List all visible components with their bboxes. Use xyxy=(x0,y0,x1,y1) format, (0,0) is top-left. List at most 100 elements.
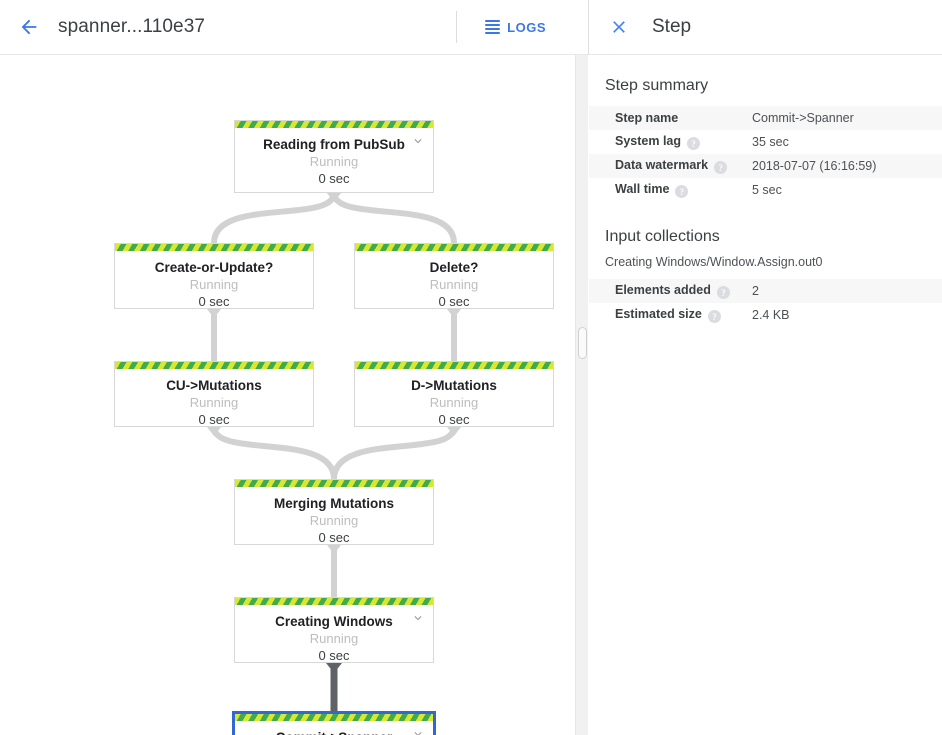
node-duration: 0 sec xyxy=(198,294,230,309)
row-label: Wall time? xyxy=(589,178,752,202)
node-status: Running xyxy=(189,395,239,410)
node-duration: 0 sec xyxy=(318,648,350,663)
page-title: spanner...110e37 xyxy=(58,16,206,37)
graph-edge xyxy=(211,192,337,244)
node-body: Commit->SpannerPart running5 sec xyxy=(235,721,433,735)
graph-edge-arrow xyxy=(447,427,461,436)
node-duration: 0 sec xyxy=(318,530,350,545)
row-value: 2 xyxy=(752,284,759,298)
close-panel-button[interactable] xyxy=(599,7,639,47)
node-status-bar xyxy=(235,714,433,721)
row-value: 2.4 KB xyxy=(752,308,790,322)
panel-title: Step xyxy=(652,16,692,37)
top-app-bar: spanner...110e37 LOGS xyxy=(0,0,588,55)
node-status-bar xyxy=(355,362,553,369)
logs-button-label: LOGS xyxy=(507,19,546,35)
row-value: 5 sec xyxy=(752,183,782,197)
node-duration: 0 sec xyxy=(198,412,230,427)
table-row: Elements added?2 xyxy=(589,279,942,303)
graph-edge xyxy=(331,192,457,244)
table-row: Estimated size?2.4 KB xyxy=(589,303,942,327)
job-graph-pane: spanner...110e37 LOGS Reading from PubSu… xyxy=(0,0,589,735)
node-status: Running xyxy=(429,277,479,292)
row-label: Data watermark? xyxy=(589,154,752,178)
step-details-panel: Step Step summary Step name Commit->Spann… xyxy=(589,0,942,735)
graph-edge-arrow xyxy=(327,545,341,554)
graph-edge-arrow xyxy=(326,663,342,673)
logs-button[interactable]: LOGS xyxy=(475,14,556,41)
graph-scrollbar-thumb[interactable] xyxy=(578,327,587,359)
input-collection-name: Creating Windows/Window.Assign.out0 xyxy=(605,255,823,269)
step-summary-heading: Step summary xyxy=(605,77,709,94)
row-label: System lag? xyxy=(589,130,752,154)
top-bar-actions: LOGS xyxy=(456,0,588,54)
table-row: Wall time?5 sec xyxy=(589,178,942,202)
help-icon[interactable]: ? xyxy=(675,185,689,199)
help-icon[interactable]: ? xyxy=(716,286,730,300)
node-duration: 0 sec xyxy=(438,294,470,309)
table-row: Step name Commit->Spanner xyxy=(589,106,942,130)
node-title: Merging Mutations xyxy=(274,496,394,511)
help-icon[interactable]: ? xyxy=(714,161,728,175)
chevron-down-icon[interactable] xyxy=(411,727,425,735)
node-status: Running xyxy=(189,277,239,292)
graph-edge xyxy=(331,426,457,480)
list-icon xyxy=(485,20,501,34)
help-icon[interactable]: ? xyxy=(707,310,721,324)
node-status: Running xyxy=(309,631,359,646)
node-status-bar xyxy=(115,362,313,369)
node-status: Running xyxy=(429,395,479,410)
node-title: Create-or-Update? xyxy=(154,260,274,275)
toolbar-divider xyxy=(456,11,458,43)
graph-edge-arrow xyxy=(447,309,461,318)
node-status-bar xyxy=(355,244,553,251)
table-row: System lag?35 sec xyxy=(589,130,942,154)
row-label: Estimated size? xyxy=(589,303,752,327)
node-status-bar xyxy=(235,598,433,605)
node-status-bar xyxy=(235,480,433,487)
node-title: Reading from PubSub xyxy=(263,137,405,152)
graph-node-create-or-update[interactable]: Create-or-Update? Running 0 sec xyxy=(114,243,314,309)
arrow-left-icon xyxy=(21,19,37,35)
node-status: Running xyxy=(309,154,359,169)
node-title: Commit->Spanner xyxy=(241,729,427,735)
help-icon[interactable]: ? xyxy=(687,137,701,151)
node-title: CU->Mutations xyxy=(166,378,262,393)
node-status-bar xyxy=(115,244,313,251)
row-value: 2018-07-07 (16:16:59) xyxy=(752,159,877,173)
row-value: 35 sec xyxy=(752,135,789,149)
back-button[interactable] xyxy=(6,4,52,50)
graph-scrollbar[interactable] xyxy=(575,55,588,735)
graph-edge-arrow xyxy=(327,193,341,202)
close-icon xyxy=(613,21,625,33)
input-collections-heading: Input collections xyxy=(605,228,720,245)
node-status-bar xyxy=(235,121,433,128)
graph-edge-arrow xyxy=(207,309,221,318)
row-value: Commit->Spanner xyxy=(752,111,854,125)
node-duration: 0 sec xyxy=(318,171,350,186)
graph-node-commit-spanner[interactable]: Commit->SpannerPart running5 sec xyxy=(232,711,436,735)
node-title: D->Mutations xyxy=(411,378,497,393)
row-label: Step name xyxy=(615,111,679,125)
chevron-down-icon[interactable] xyxy=(411,134,425,148)
node-title: Creating Windows xyxy=(275,614,393,629)
graph-edges xyxy=(207,192,461,711)
row-label: Elements added? xyxy=(589,279,752,303)
node-body: Create-or-Update? Running 0 sec xyxy=(115,251,313,320)
chevron-down-icon[interactable] xyxy=(411,611,425,625)
